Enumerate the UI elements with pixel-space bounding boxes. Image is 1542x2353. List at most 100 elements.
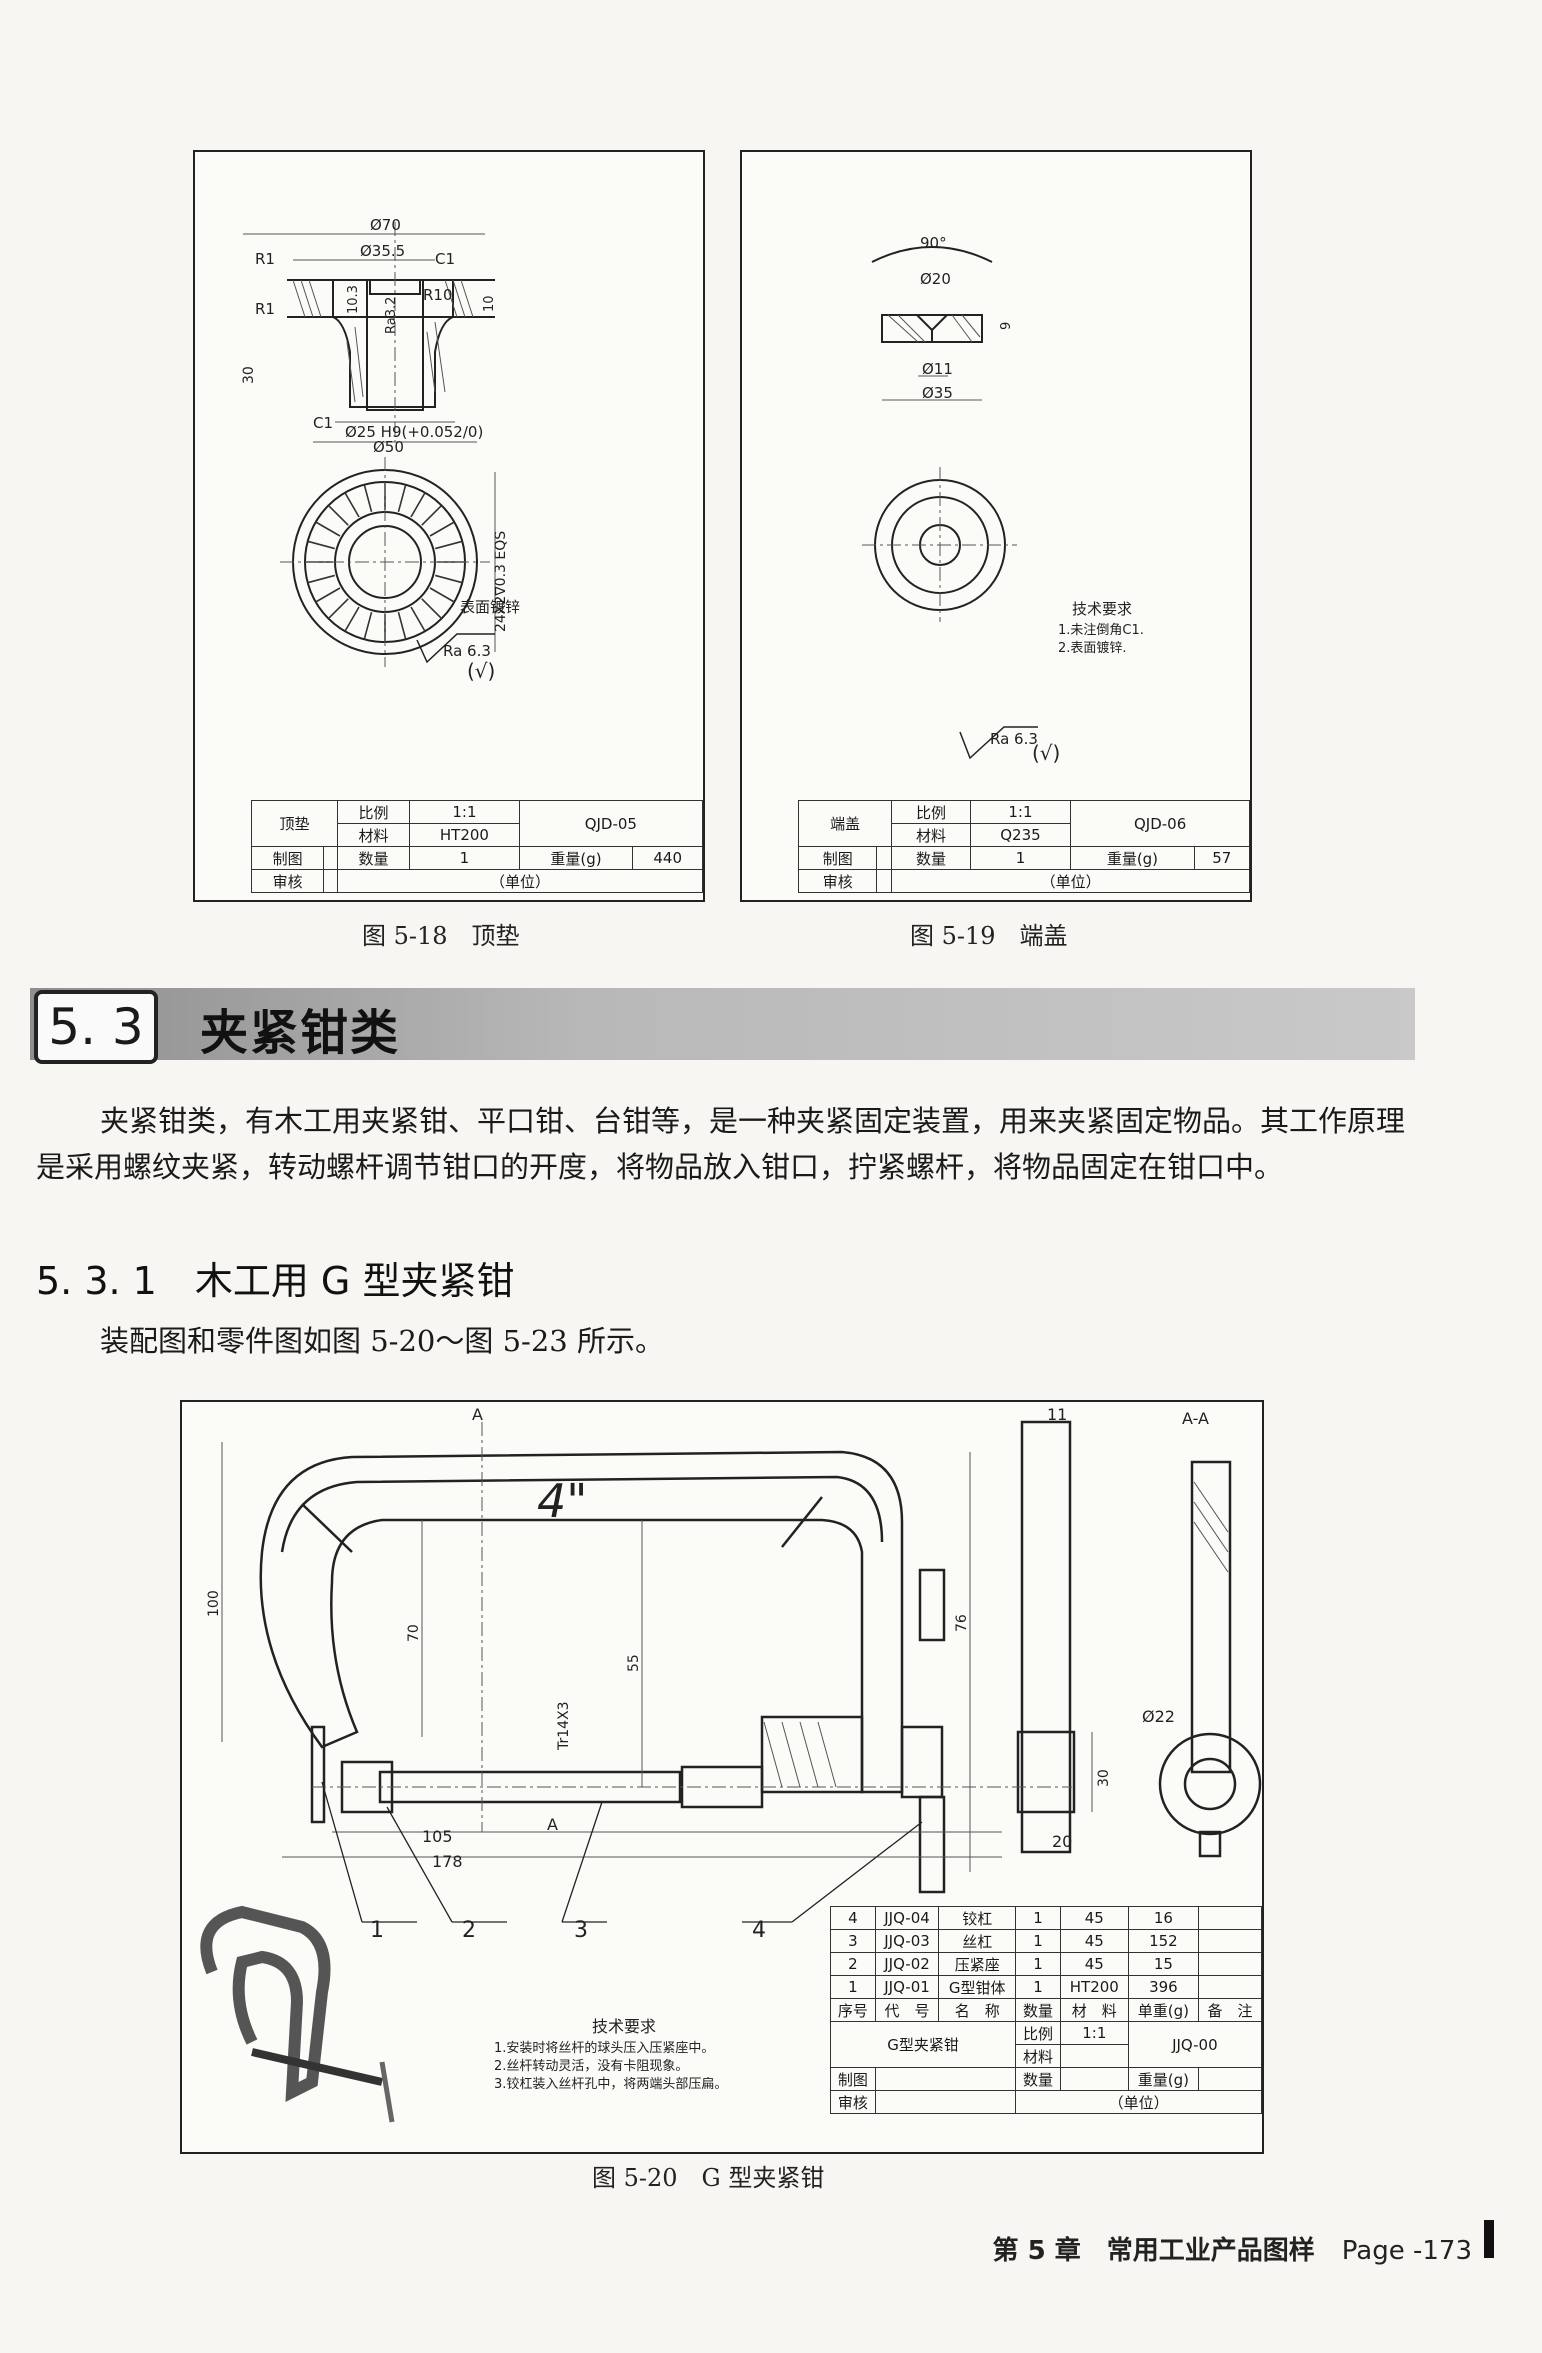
label-qty: 数量 [891,846,971,870]
bom-no: 1 [830,1975,876,1999]
label-check: 审核 [250,869,325,893]
bom-name: 丝杠 [938,1929,1017,1953]
bom-name: 压紧座 [938,1952,1017,1976]
figure-reference: 装配图和零件图如图 5-20～图 5-23 所示。 [100,1324,664,1358]
caption-5-18: 图 5-18 顶垫 [362,922,520,950]
knurl-tooth [421,504,443,526]
dim-angle: 90° [920,234,947,252]
weight-value: 57 [1193,846,1251,870]
section-view-label: A-A [1182,1409,1209,1428]
unit-label: （单位） [891,869,1250,893]
dim-ra32: Ra3.2 [384,297,399,334]
knurl-tooth [344,606,360,632]
bom-name: 铰杠 [938,1906,1017,1930]
section-mark-a-top: A [472,1405,483,1424]
scale-value: 1:1 [409,800,520,824]
label-qty: 数量 [1015,2067,1061,2091]
body-paragraph: 夹紧钳类，有木工用夹紧钳、平口钳、台钳等，是一种夹紧固定装置，用来夹紧固定物品。… [36,1104,1406,1184]
figure-5-20: A A A-A 4" 11 Ø22 20 105 178 1 2 3 4 技术要… [180,1400,1264,2154]
knurl-tooth [315,587,341,603]
footer-marker [1484,2220,1494,2258]
check-mark: (√) [467,659,495,683]
material-value: Q235 [969,823,1072,847]
knurl-tooth [307,540,335,550]
title-block-518: 顶垫 比例 1:1 QJD-05 材料 HT200 制图 数量 1 重量(g) … [250,800,704,893]
scale-value: 1:1 [969,800,1072,824]
bom-wt: 15 [1127,1952,1200,1976]
label-weight: 重量(g) [1127,2067,1200,2091]
section-number: 5. 3 [34,990,158,1064]
size-label: 4" [537,1474,587,1528]
label-check: 审核 [797,869,878,893]
knurl-tooth [429,587,455,603]
label-scale: 比例 [1015,2021,1061,2045]
bom-name: G型钳体 [938,1975,1017,1999]
chapter-title: 第 5 章 常用工业产品图样 [992,2236,1315,2266]
bom-header-wt: 单重(g) [1127,1998,1200,2022]
assembly-code: JJQ-00 [1127,2021,1263,2068]
assembly-name: G型夹紧钳 [829,2021,1017,2068]
knurl-tooth [397,484,407,512]
dim-178: 178 [432,1852,463,1871]
knurl-tooth [421,598,443,620]
label-material: 材料 [1015,2044,1061,2068]
roughness-value: Ra 6.3 [443,642,491,660]
page-footer: 第 5 章 常用工业产品图样 Page -173 [993,2230,1472,2267]
label-draw: 制图 [250,846,325,870]
label-weight: 重量(g) [1070,846,1195,870]
knurl-tooth [435,540,463,550]
section-banner [30,988,1415,1060]
dim-d50: Ø50 [373,438,404,456]
subsection-heading: 5. 3. 1 木工用 G 型夹紧钳 [36,1259,515,1303]
label-material: 材料 [891,823,971,847]
caption-5-19: 图 5-19 端盖 [910,922,1068,950]
bom-header-no: 序号 [830,1998,876,2022]
drawing-g-clamp: A A A-A 4" 11 Ø22 20 105 178 1 2 3 4 技术要… [200,1405,1262,2123]
dim-c1b: C1 [313,414,333,432]
knurl-tooth [429,521,455,537]
tech-line-2: 2.表面镀锌. [1058,640,1127,656]
dim-d25: Ø25 H9(+0.052/0) [345,423,483,441]
tech-title: 技术要求 [592,2017,656,2036]
bom-wt: 152 [1127,1929,1200,1953]
title-block-519: 端盖 比例 1:1 QJD-06 材料 Q235 制图 数量 1 重量(g) 5… [797,800,1251,893]
drawing-top-pad: Ø70 Ø35.5 R1 R1 C1 C1 R10 Ø25 H9(+0.052/… [241,216,520,683]
label-scale: 比例 [891,800,971,824]
part-code: QJD-06 [1070,800,1250,847]
dim-c1a: C1 [435,250,455,268]
dim-70: 70 [406,1624,422,1642]
bom-wt: 16 [1127,1906,1200,1930]
figure-5-19: 90° Ø20 Ø11 Ø35 技术要求 1.未注倒角C1. 2.表面镀锌. R… [740,150,1252,902]
dim-knurl: 24X2∇0.3 EQS [493,531,509,632]
bom-qty: 1 [1015,1952,1061,1976]
bom-mat: HT200 [1059,1975,1129,1999]
bom-code: JJQ-03 [874,1929,940,1953]
dim-d11: Ø11 [922,360,953,378]
drawing-end-cap: 90° Ø20 Ø11 Ø35 技术要求 1.未注倒角C1. 2.表面镀锌. R… [862,234,1144,765]
dim-d70: Ø70 [370,216,401,234]
bom-header: 序号代 号名 称数量材 料单重(g)备 注 [830,1998,1262,2022]
weight-value: 440 [632,846,703,870]
knurl-tooth [363,484,373,512]
knurl-tooth [435,574,463,584]
dim-r1b: R1 [255,300,275,318]
surface-note: 表面镀锌 [460,598,520,616]
label-material: 材料 [336,823,411,847]
dim-105: 105 [422,1827,453,1846]
callout-3: 3 [574,1918,588,1943]
label-scale: 比例 [336,800,411,824]
dim-h103: 10.3 [346,285,361,314]
dim-h9: 9 [999,322,1014,330]
bom-code: JJQ-01 [874,1975,940,1999]
tech-title: 技术要求 [1072,600,1132,618]
bom-qty: 1 [1015,1975,1061,1999]
knurl-tooth [344,492,360,518]
part-name: 端盖 [797,800,893,847]
knurl-tooth [327,504,349,526]
qty-value: 1 [969,846,1072,870]
label-qty: 数量 [336,846,411,870]
